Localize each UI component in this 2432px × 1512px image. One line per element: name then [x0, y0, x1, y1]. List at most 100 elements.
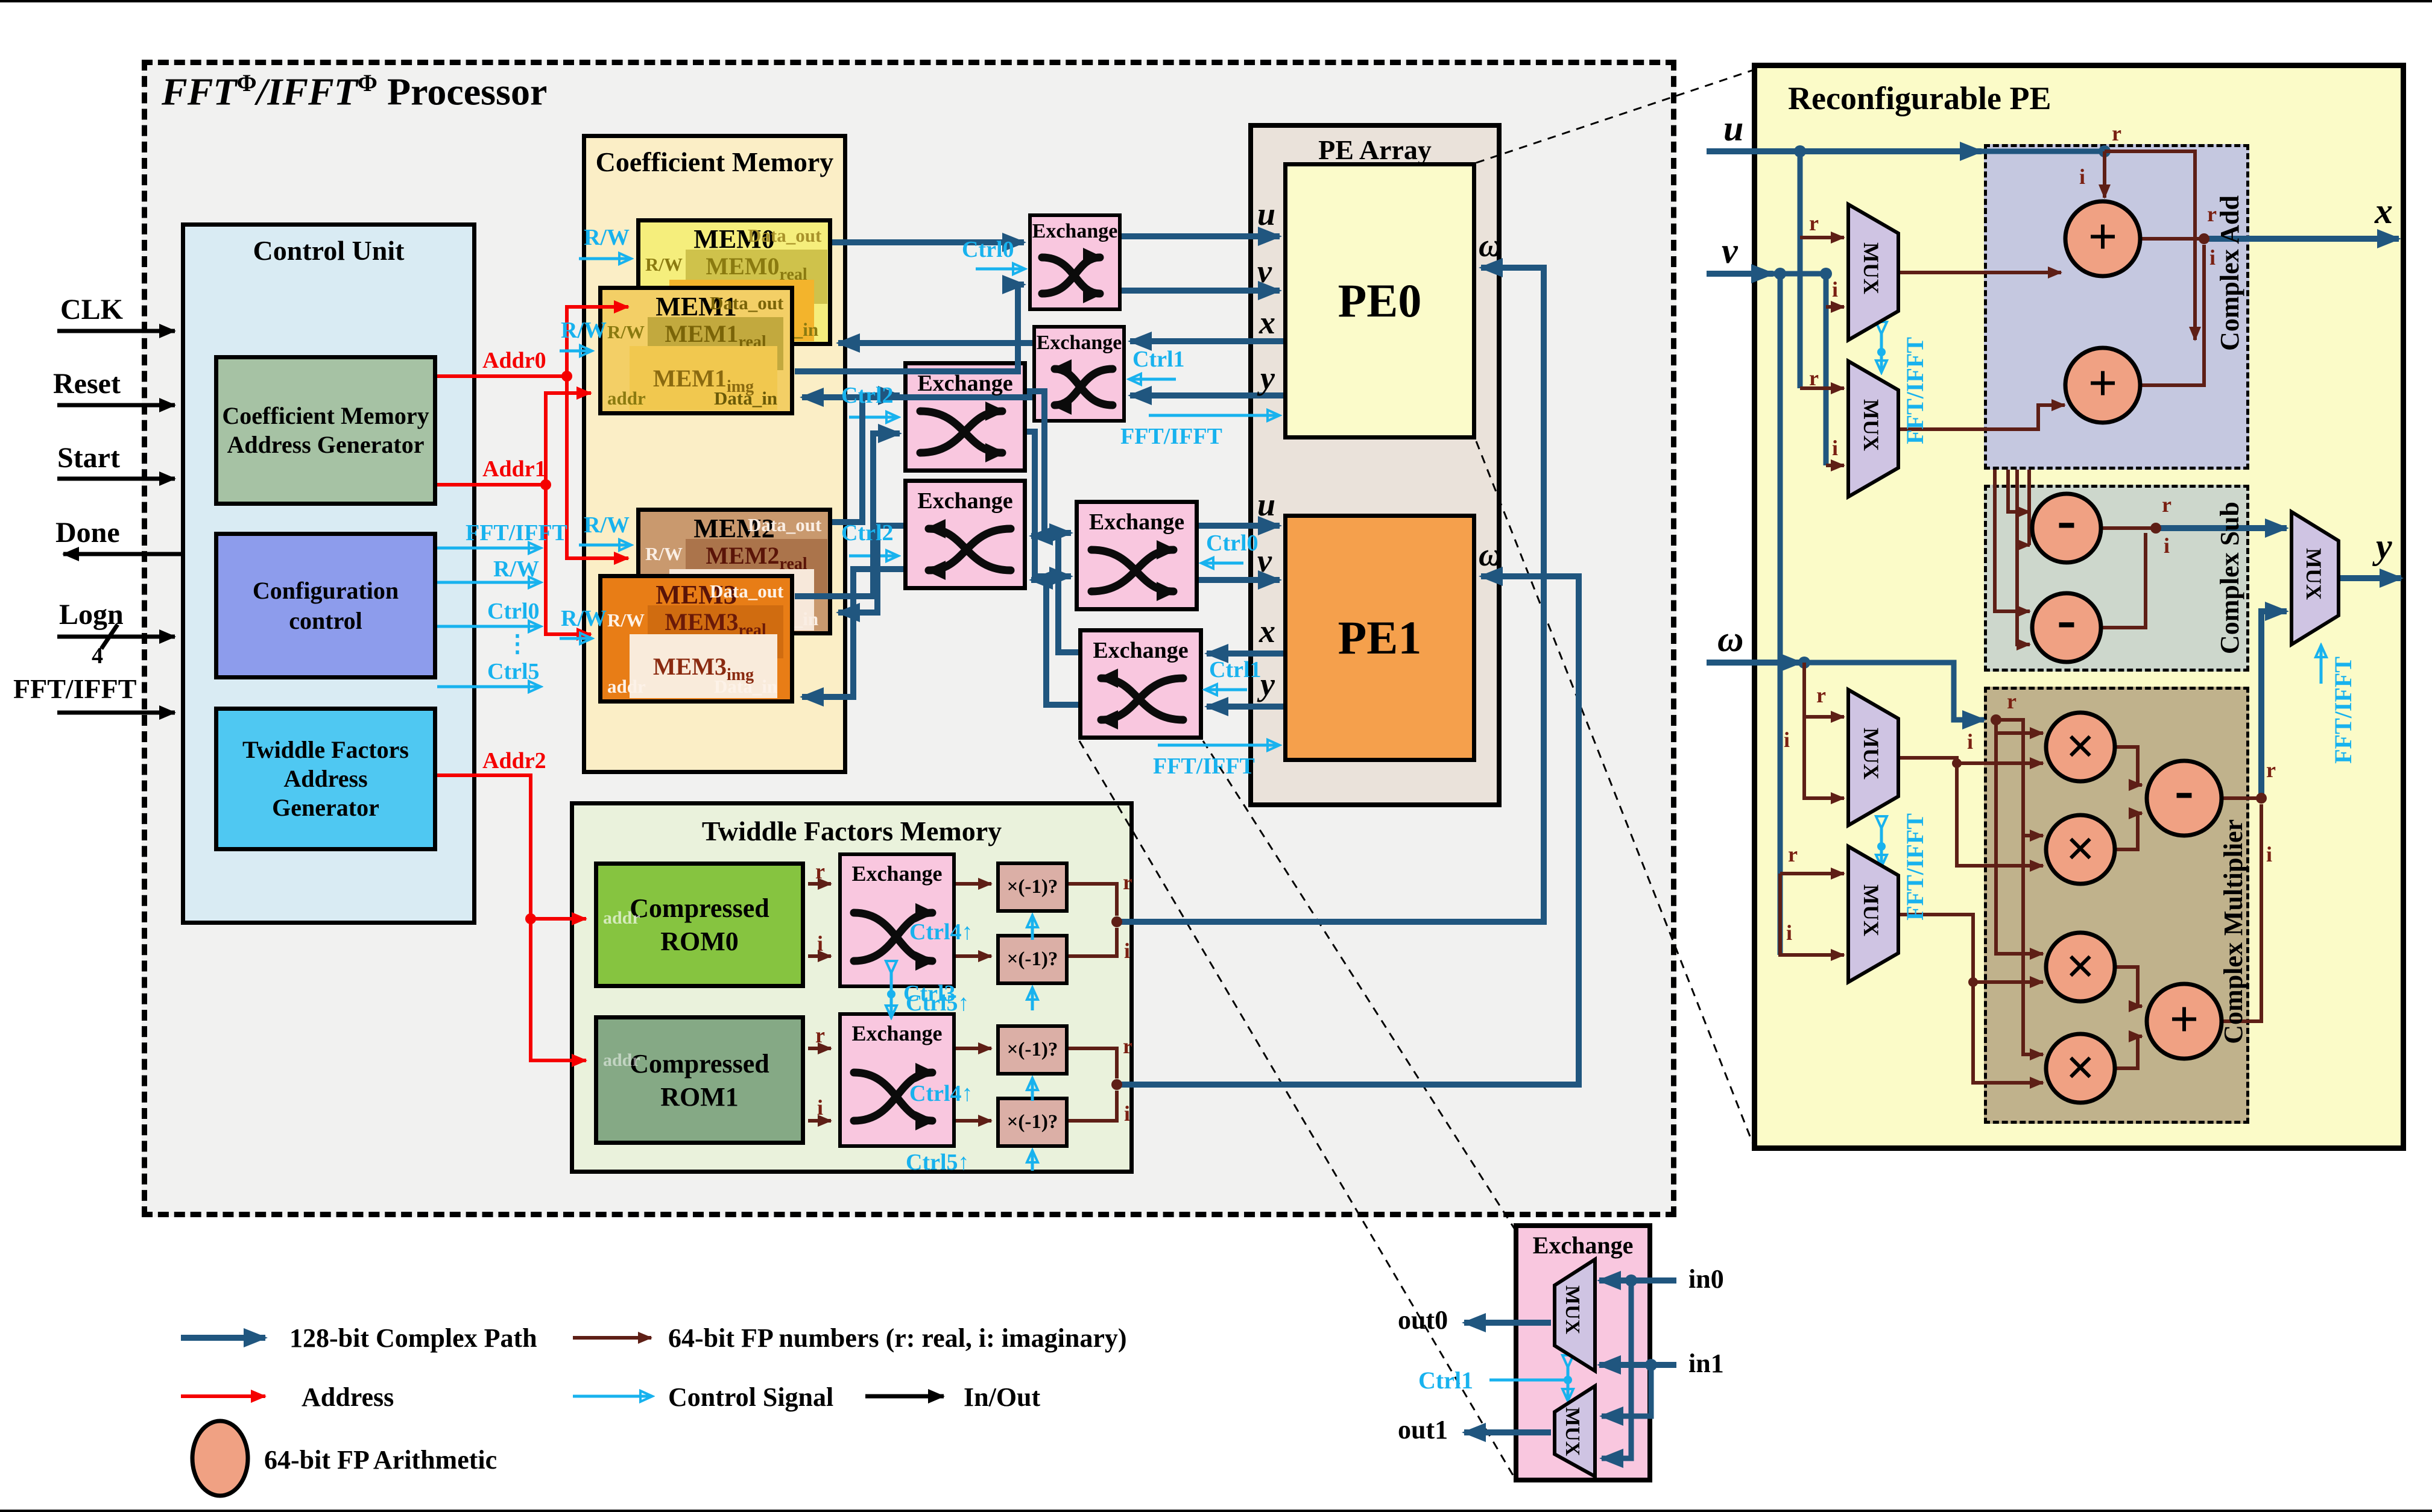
subout-r: r — [2162, 493, 2171, 517]
omega-r: r — [1816, 683, 1826, 707]
mem3: MEM3 MEM3real MEM3img R/W addr Data_out … — [598, 574, 794, 704]
ctrl0-label-b: Ctrl0 — [1206, 531, 1259, 556]
ctrl5-label-b: Ctrl5↑ — [906, 1150, 970, 1175]
signal-addr2: Addr2 — [482, 748, 546, 773]
signal-ctrl-dots: ⋮ — [505, 630, 529, 657]
mem3-img: MEM3img — [630, 634, 777, 698]
mem2-port-dout: Data_out — [748, 514, 822, 535]
recon-port-y: y — [2376, 526, 2392, 566]
compressed-rom1: Compressed ROM1 — [594, 1015, 805, 1145]
recon-port-x: x — [2375, 191, 2393, 231]
ctrl1-label-b: Ctrl1 — [1209, 657, 1262, 682]
page-title: FFTΦ/IFFTΦ Processor — [162, 69, 548, 113]
exchange-title: Exchange — [851, 862, 943, 886]
ctrl1-label-a: Ctrl1 — [1132, 347, 1185, 372]
pe0-port-y: y — [1260, 360, 1275, 396]
mem0-port-rw: R/W — [645, 254, 683, 275]
exchange-pe0-out: Exchange — [1032, 325, 1126, 423]
mem1-title: MEM1 — [655, 292, 737, 321]
vlow-r: r — [1788, 842, 1798, 866]
negate-block-0: ×(-1)? — [996, 862, 1069, 913]
recon-port-v: v — [1722, 231, 1738, 271]
exchange-pe1-in: Exchange — [1075, 500, 1199, 611]
ctrl5-label-a: Ctrl5↑ — [906, 991, 970, 1016]
subout-i: i — [2164, 534, 2170, 558]
signal-ctrl5: Ctrl5 — [487, 659, 540, 684]
mem2-port-rw: R/W — [645, 543, 683, 564]
exchange-title: Exchange — [917, 488, 1013, 514]
ctrl3-label: Ctrl3 — [903, 981, 956, 1006]
pe-array-title: PE Array — [1318, 134, 1432, 165]
input-start: Start — [57, 442, 120, 474]
mux-m1-label: MUX — [1859, 728, 1883, 780]
exchange-title: Exchange — [1088, 509, 1185, 535]
mem3-rw-signal: R/W — [561, 606, 607, 631]
configuration-control: Configuration control — [214, 532, 437, 679]
mem1-port-rw: R/W — [607, 321, 645, 342]
legend-inout: In/Out — [964, 1382, 1041, 1412]
exchange-mid-b: Exchange — [903, 479, 1027, 590]
fftifft-muxy-label: FFT/IFFT — [2329, 657, 2357, 764]
tfm-junction0-r: r — [1123, 870, 1132, 894]
pe0-label: PE0 — [1338, 274, 1422, 327]
pe1-port-y: y — [1260, 666, 1275, 702]
rom1-label: Compressed ROM1 — [630, 1048, 769, 1112]
negate-block-3: ×(-1)? — [996, 1097, 1069, 1148]
complex-add-label: Complex Add — [2215, 195, 2244, 351]
ctrl4-label-a: Ctrl4↑ — [909, 919, 973, 945]
ctrl0-label-a: Ctrl0 — [962, 237, 1014, 262]
mem3-port-addr: addr — [607, 676, 646, 697]
complex-sub-section — [1984, 485, 2249, 672]
exchange-title: Exchange — [1093, 638, 1189, 663]
exchange-title: Exchange — [1036, 332, 1122, 354]
add-op-1: + — [2088, 207, 2118, 265]
mem1-port-addr: addr — [607, 388, 646, 409]
pe1-port-u: u — [1257, 487, 1276, 523]
ctrl4-label-b: Ctrl4↑ — [909, 1081, 973, 1106]
legend-fp-arith: 64-bit FP Arithmetic — [264, 1445, 497, 1475]
signal-ctrl0: Ctrl0 — [487, 599, 540, 624]
rom0-addr-port: addr — [603, 908, 640, 928]
mux-m2-label: MUX — [1859, 884, 1883, 936]
detail-out1: out1 — [1398, 1415, 1448, 1444]
rom1-r: r — [815, 1023, 825, 1047]
compressed-rom0: Compressed ROM0 — [594, 862, 805, 988]
exchange-detail-title: Exchange — [1532, 1232, 1634, 1259]
twiddle-addr-generator: Twiddle Factors Address Generator — [214, 707, 437, 851]
mem0-rw-signal: R/W — [584, 225, 630, 250]
legend-control-signal: Control Signal — [668, 1382, 834, 1412]
input-fft-ifft: FFT/IFFT — [13, 673, 137, 704]
mult-sub-op: - — [2175, 757, 2194, 822]
complex-add-section — [1984, 144, 2249, 470]
pe0: PE0 — [1283, 162, 1476, 439]
detail-mux1-label: MUX — [1561, 1407, 1584, 1457]
mem3-port-din: Data_in — [714, 676, 778, 697]
pe1-port-omega: ω — [1479, 537, 1503, 573]
tfm-junction1-r: r — [1123, 1034, 1132, 1058]
fftifft-muxa-label: FFT/IFFT — [1901, 337, 1928, 444]
legend-complex-path: 128-bit Complex Path — [289, 1323, 537, 1353]
tfm-title: Twiddle Factors Memory — [701, 816, 1002, 846]
tfm-junction1-i: i — [1124, 1101, 1131, 1126]
ctrl2-label-b: Ctrl2 — [841, 520, 894, 546]
sub-op-1: - — [2057, 487, 2076, 552]
signal-addr1: Addr1 — [482, 456, 546, 482]
add-op-2: + — [2088, 354, 2118, 412]
negate-block-2: ×(-1)? — [996, 1024, 1069, 1076]
rom0-label: Compressed ROM0 — [630, 893, 769, 956]
mux-a2-label: MUX — [1859, 399, 1883, 451]
mem0-port-dout: Data_out — [748, 225, 822, 246]
ctrl2-label-a: Ctrl2 — [841, 383, 894, 408]
rom1-addr-port: addr — [603, 1050, 640, 1070]
coeff-mem-addr-generator: Coefficient Memory Address Generator — [214, 355, 437, 506]
mult-op-1: × — [2065, 717, 2096, 775]
mem3-title: MEM3 — [655, 580, 737, 610]
pe1-label: PE1 — [1338, 611, 1422, 664]
detail-in1: in1 — [1688, 1349, 1724, 1378]
mem3-port-dout: Data_out — [710, 581, 784, 602]
sub-op-2: - — [2057, 587, 2076, 652]
pe0-port-v: v — [1257, 253, 1272, 289]
muxa-i1: i — [1832, 277, 1839, 301]
pe1-port-x: x — [1259, 613, 1275, 649]
